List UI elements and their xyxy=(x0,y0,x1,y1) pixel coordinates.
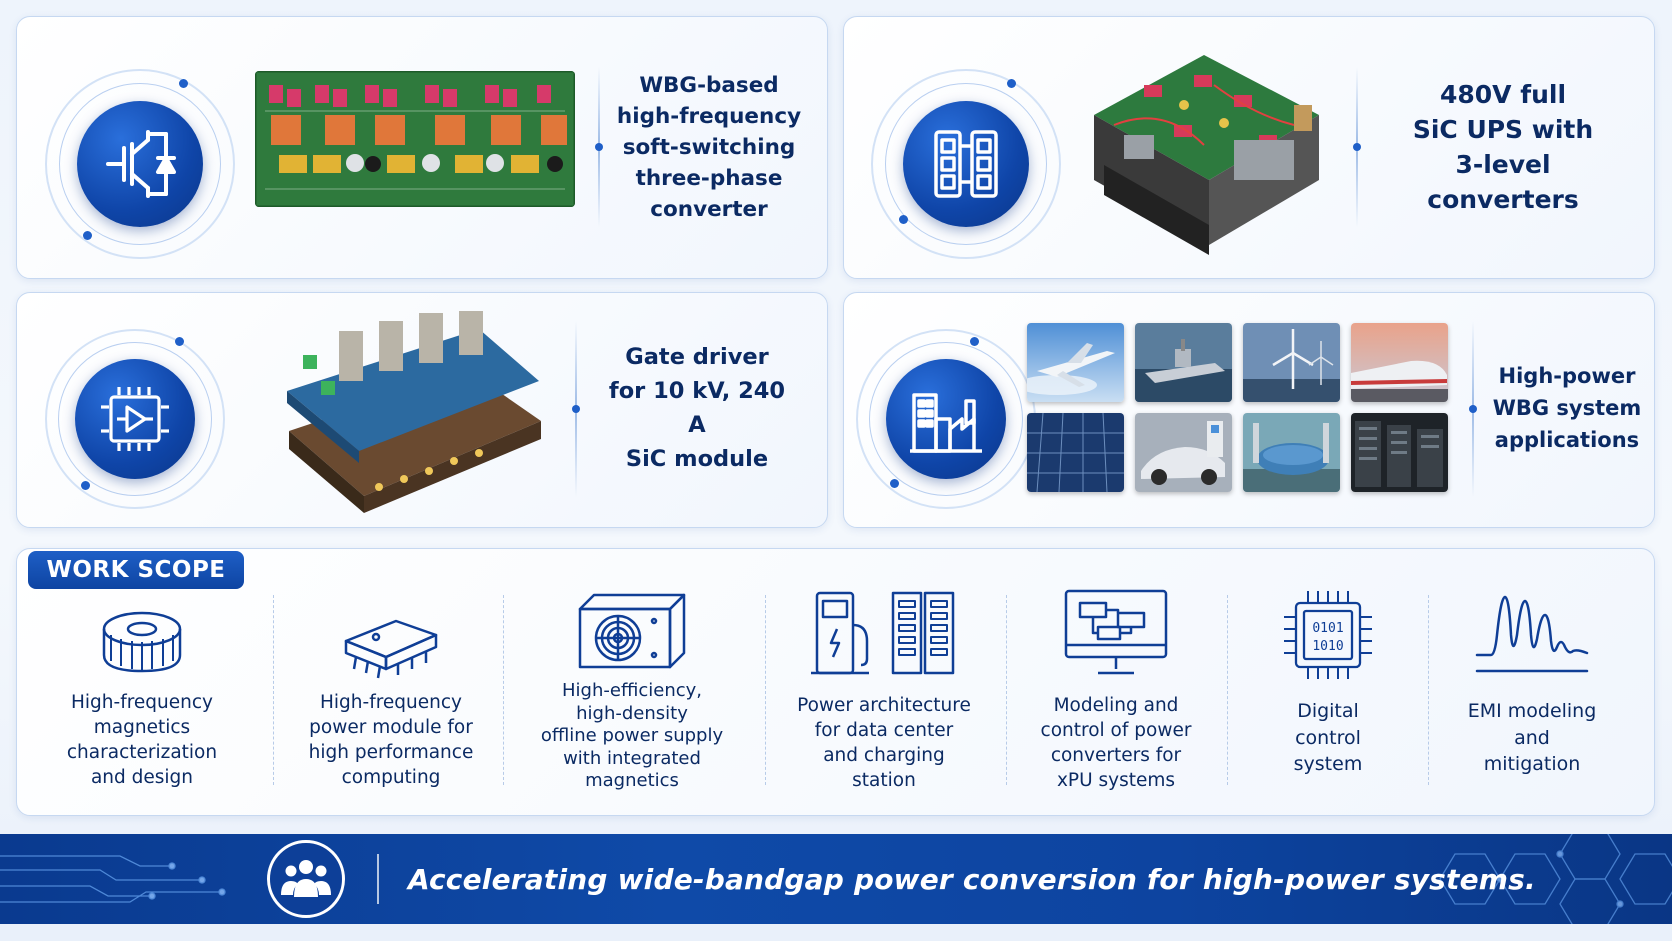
team-icon xyxy=(281,860,331,897)
feature-icon-badge xyxy=(45,329,225,509)
scope-item-label: Power architecture for data center and c… xyxy=(797,695,971,791)
divider xyxy=(1352,67,1361,227)
industrial-building-icon xyxy=(910,393,982,453)
footer-divider xyxy=(377,854,379,904)
power-supply-fan-icon xyxy=(578,593,686,669)
scope-separator xyxy=(765,595,766,785)
application-wind-turbines xyxy=(1243,323,1340,402)
footer-tagline: Accelerating wide-bandgap power conversi… xyxy=(408,862,1536,896)
feature-title: 480V full SiC UPS with 3-level converter… xyxy=(1412,80,1594,214)
footer-banner: Accelerating wide-bandgap power conversi… xyxy=(0,834,1672,924)
scope-item-label: High-frequency power module for high per… xyxy=(308,692,474,788)
feature-title: WBG-based high-frequency soft-switching … xyxy=(616,72,802,222)
monitor-diagram-icon xyxy=(1064,589,1168,675)
scope-item-label: High-efficiency, high-density offline po… xyxy=(540,680,724,791)
svg-text:1010: 1010 xyxy=(1312,639,1343,654)
scope-item-modeling-control: Modeling and control of power converters… xyxy=(1016,585,1216,795)
charging-station-server-icon xyxy=(811,591,955,675)
feature-title: High-power WBG system applications xyxy=(1492,364,1642,452)
application-aircraft xyxy=(1027,323,1124,402)
scope-item-label: EMI modeling and mitigation xyxy=(1467,700,1597,775)
application-high-speed-train xyxy=(1351,323,1448,402)
scope-separator xyxy=(1006,595,1007,785)
sic-ups-photo xyxy=(1084,45,1324,259)
application-solar-panels xyxy=(1027,413,1124,492)
igbt-icon xyxy=(106,130,176,198)
scope-separator xyxy=(1227,595,1228,785)
feature-card-gate-driver: Gate driver for 10 kV, 240 A SiC module xyxy=(16,292,828,528)
scope-item-power-architecture: Power architecture for data center and c… xyxy=(784,585,984,795)
feature-card-wbg-converter: WBG-based high-frequency soft-switching … xyxy=(16,16,828,279)
scope-item-power-supply: High-efficiency, high-density offline po… xyxy=(522,585,742,795)
feature-card-sic-ups: 480V full SiC UPS with 3-level converter… xyxy=(843,16,1655,279)
divider xyxy=(571,321,580,497)
hexagon-decoration xyxy=(1439,834,1672,924)
scope-item-digital-control: 0101 1010 Digital control system xyxy=(1238,585,1418,795)
scope-item-label: Digital control system xyxy=(1293,700,1363,775)
scope-item-label: Modeling and control of power converters… xyxy=(1040,695,1192,791)
feature-card-wbg-applications: High-power WBG system applications xyxy=(843,292,1655,528)
application-ship xyxy=(1135,323,1232,402)
work-scope-title: WORK SCOPE xyxy=(28,551,244,589)
scope-separator xyxy=(273,595,274,785)
feature-title: Gate driver for 10 kV, 240 A SiC module xyxy=(608,344,786,472)
power-module-icon xyxy=(344,619,438,679)
toroid-inductor-icon xyxy=(102,611,182,673)
scope-separator xyxy=(503,595,504,785)
divider xyxy=(594,67,603,227)
application-electric-vehicle-charging xyxy=(1135,413,1232,492)
feature-icon-badge xyxy=(856,329,1036,509)
gate-driver-photo xyxy=(279,311,549,517)
three-phase-converter-photo xyxy=(255,71,575,207)
team-icon-badge xyxy=(267,840,345,918)
three-level-converter-icon xyxy=(934,130,998,198)
feature-icon-badge xyxy=(871,69,1061,259)
binary-chip-icon: 0101 1010 xyxy=(1284,591,1372,679)
scope-item-emi: EMI modeling and mitigation xyxy=(1442,585,1622,795)
scope-item-power-module: High-frequency power module for high per… xyxy=(291,585,491,795)
scope-item-label: High-frequency magnetics characterizatio… xyxy=(66,692,218,788)
svg-text:0101: 0101 xyxy=(1312,621,1343,636)
gate-driver-chip-icon xyxy=(101,387,169,451)
emi-waveform-icon xyxy=(1475,595,1589,673)
divider xyxy=(1468,321,1477,497)
application-data-center xyxy=(1351,413,1448,492)
circuit-trace-decoration xyxy=(0,855,226,903)
scope-item-magnetics: High-frequency magnetics characterizatio… xyxy=(42,585,242,795)
application-industrial-generator xyxy=(1243,413,1340,492)
feature-icon-badge xyxy=(45,69,235,259)
scope-separator xyxy=(1428,595,1429,785)
